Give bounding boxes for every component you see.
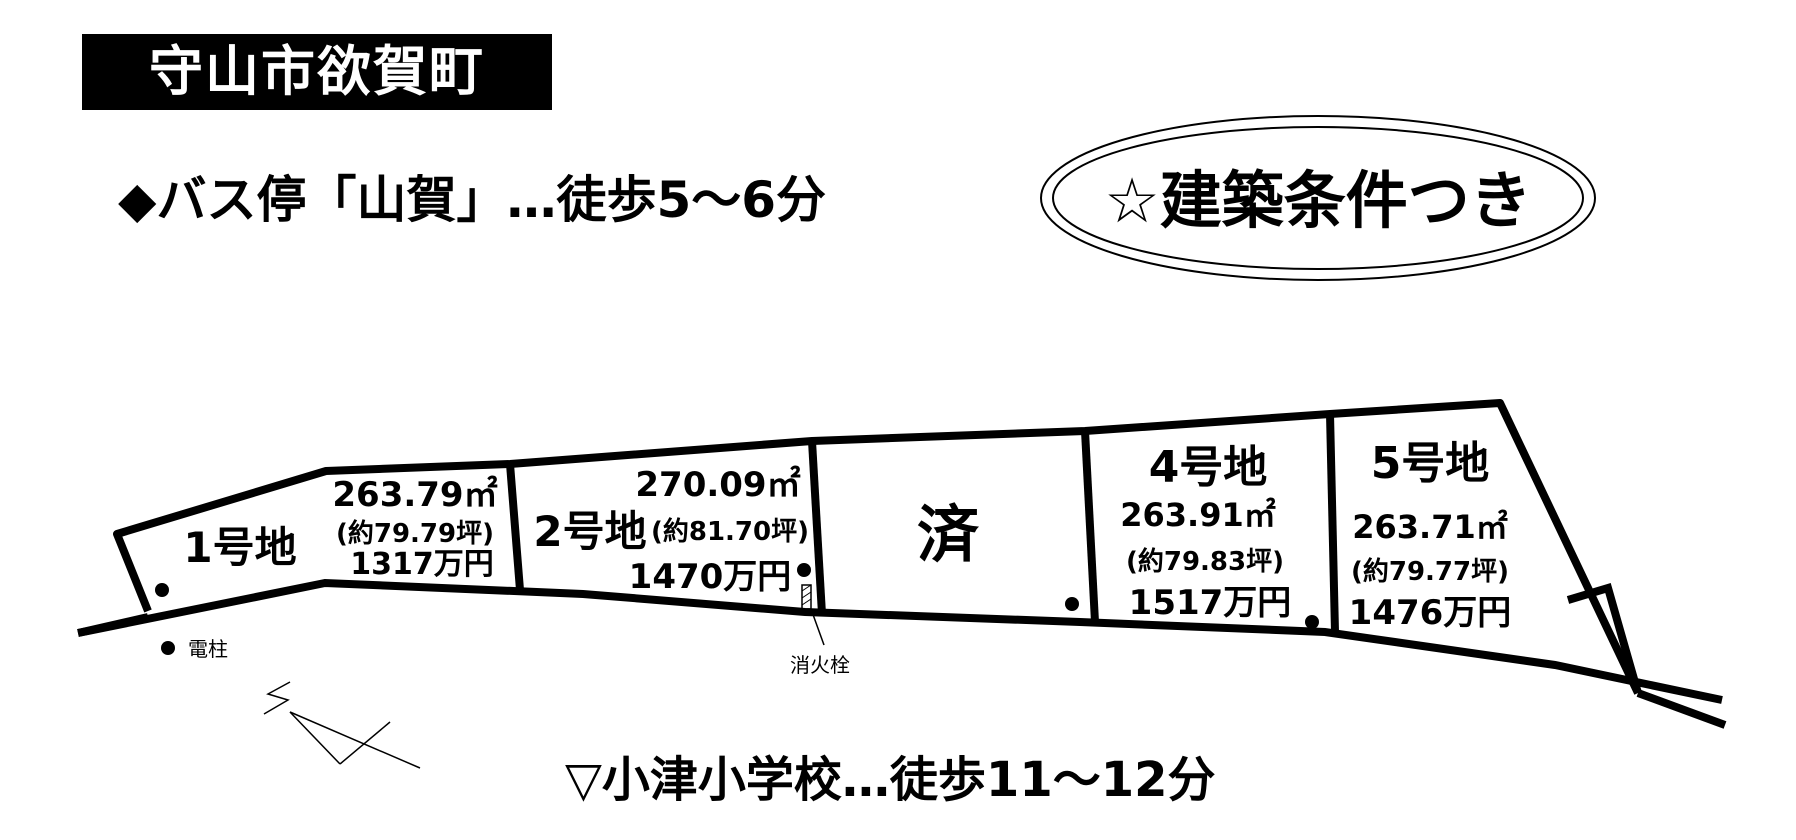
lot-area: 263.71㎡ bbox=[1352, 508, 1508, 546]
lot-name: 2号地 bbox=[533, 507, 646, 556]
divider-3-4 bbox=[1081, 430, 1099, 623]
lot-tsubo: (約81.70坪) bbox=[651, 516, 809, 547]
fire-hydrant-label: 消火栓 bbox=[790, 653, 850, 677]
road-edge-right bbox=[1636, 689, 1727, 729]
lot5-edge-jog bbox=[1566, 583, 1642, 695]
divider-2-3 bbox=[808, 440, 826, 615]
lot-tsubo: (約79.83坪) bbox=[1126, 546, 1284, 577]
lot-3-sold: 済 bbox=[917, 498, 980, 571]
lot-area: 270.09㎡ bbox=[635, 465, 800, 505]
lot-price: 1517万円 bbox=[1129, 583, 1292, 623]
lot-price: 1470万円 bbox=[629, 557, 792, 597]
lot-1: 1号地 263.79㎡ (約79.79坪) 1317万円 bbox=[183, 475, 497, 582]
utility-pole-marker bbox=[1065, 597, 1079, 611]
location-title: 守山市欲賀町 bbox=[82, 34, 552, 110]
utility-pole-legend-dot bbox=[161, 641, 175, 655]
lot-name: 1号地 bbox=[183, 523, 296, 572]
divider-4-5 bbox=[1326, 413, 1339, 633]
school-info: ▽小津小学校…徒歩11～12分 bbox=[565, 752, 1216, 808]
utility-pole-marker bbox=[1305, 615, 1319, 629]
lot-name: 4号地 bbox=[1149, 442, 1268, 493]
utility-pole-marker bbox=[155, 583, 169, 597]
lot-4: 4号地 263.91㎡ (約79.83坪) 1517万円 bbox=[1120, 442, 1291, 623]
north-arrow-icon bbox=[263, 681, 421, 769]
bus-stop-info: ◆バス停「山賀」…徒歩5～6分 bbox=[118, 171, 827, 229]
lot-price: 1317万円 bbox=[350, 547, 494, 582]
lot-price: 1476万円 bbox=[1349, 593, 1512, 633]
lot-area: 263.91㎡ bbox=[1120, 496, 1276, 534]
road-edge bbox=[77, 578, 1723, 704]
lot-tsubo: (約79.77坪) bbox=[1351, 556, 1509, 587]
lot-2: 270.09㎡ 2号地 (約81.70坪) 1470万円 bbox=[533, 465, 809, 597]
divider-1-2 bbox=[506, 463, 524, 591]
condition-badge-text: ☆建築条件つき bbox=[1104, 164, 1532, 237]
lot-area: 263.79㎡ bbox=[332, 475, 497, 515]
lot-sold-mark: 済 bbox=[917, 498, 980, 571]
fire-hydrant-icon bbox=[801, 584, 825, 646]
utility-pole-marker bbox=[797, 563, 811, 577]
lot-name: 5号地 bbox=[1371, 438, 1490, 489]
road-edge-left bbox=[77, 613, 149, 637]
condition-badge: ☆建築条件つき bbox=[1040, 115, 1596, 281]
lot-tsubo: (約79.79坪) bbox=[336, 518, 494, 549]
utility-pole-label: 電柱 bbox=[188, 637, 228, 661]
lot-5: 5号地 263.71㎡ (約79.77坪) 1476万円 bbox=[1349, 438, 1512, 633]
